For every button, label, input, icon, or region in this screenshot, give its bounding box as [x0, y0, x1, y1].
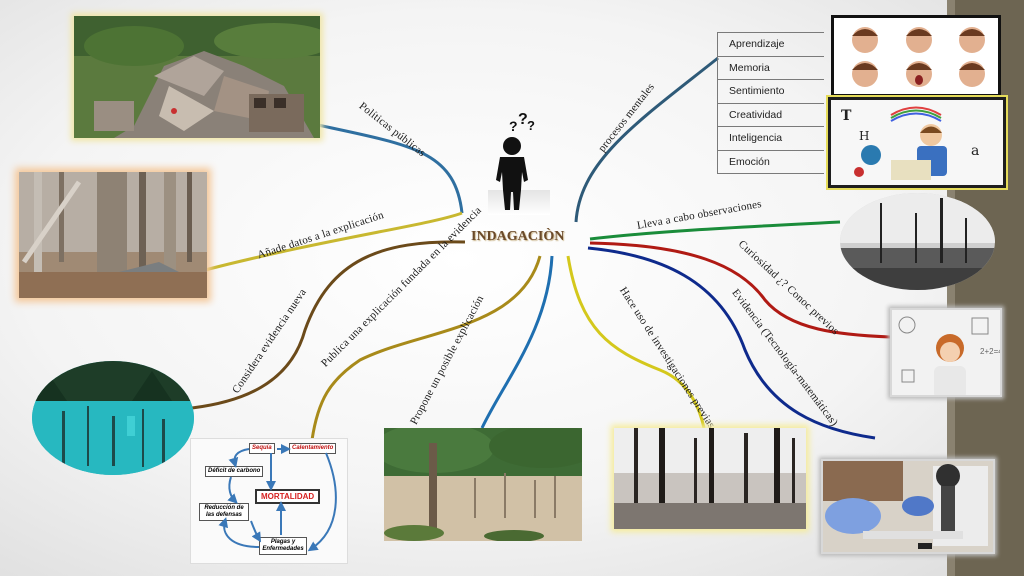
branch-line-anade: [204, 211, 463, 272]
svg-text:H: H: [859, 129, 869, 143]
mortality-sequia-box: Sequía: [249, 443, 275, 454]
svg-text:2+2=4: 2+2=4: [980, 347, 1002, 356]
branch-line-evidencia: [587, 246, 876, 440]
branch-line-considera: [191, 240, 466, 410]
list-item: Memoria: [717, 55, 824, 80]
list-item: Sentimiento: [717, 79, 824, 103]
mental-processes-list: Aprendizaje Memoria Sentimiento Creativi…: [717, 32, 824, 174]
photo-forest-trees: [19, 172, 207, 298]
side-band-highlight: [947, 0, 955, 576]
list-item: Creatividad: [717, 102, 824, 127]
center-title: INDAGACIÒN: [471, 229, 565, 244]
photo-girl-thinking: 2+2=4: [890, 308, 1002, 397]
photo-burned-forest: [614, 428, 806, 529]
branch-line-hace: [566, 255, 706, 429]
photo-microscope-lab: [821, 459, 995, 554]
photo-flooded-lake: [32, 361, 194, 475]
svg-text:a: a: [971, 143, 979, 159]
branch-line-procesos: [574, 56, 719, 223]
list-item: Aprendizaje: [717, 32, 824, 56]
mortality-calentamiento-box: Calentamiento: [289, 443, 337, 454]
mortality-reduccion-box: Reducción de las defensas: [199, 503, 249, 521]
photo-faces-emotions: [831, 15, 1001, 97]
mortality-plagas-box: Plagas y Enfermedades: [259, 537, 307, 555]
branch-line-propone: [480, 255, 554, 429]
mortality-diagram: Sequía Calentamiento Déficit de carbono …: [190, 438, 348, 564]
branch-line-lleva: [589, 220, 841, 241]
branch-line-curiosidad: [589, 241, 891, 339]
branch-line-publica: [310, 255, 542, 441]
photo-swamp-bw: [840, 193, 995, 290]
list-item: Inteligencia: [717, 126, 824, 150]
mortality-center-box: MORTALIDAD: [255, 489, 321, 504]
list-item: Emoción: [717, 149, 824, 174]
photo-earthquake-rubble: [74, 16, 320, 138]
branch-line-politicas: [317, 123, 464, 214]
svg-text:T: T: [841, 108, 852, 124]
mortality-deficit-box: Déficit de carbono: [205, 466, 264, 477]
photo-dead-trees-swamp: [384, 428, 582, 541]
photo-boy-reading: T H a: [828, 97, 1006, 188]
